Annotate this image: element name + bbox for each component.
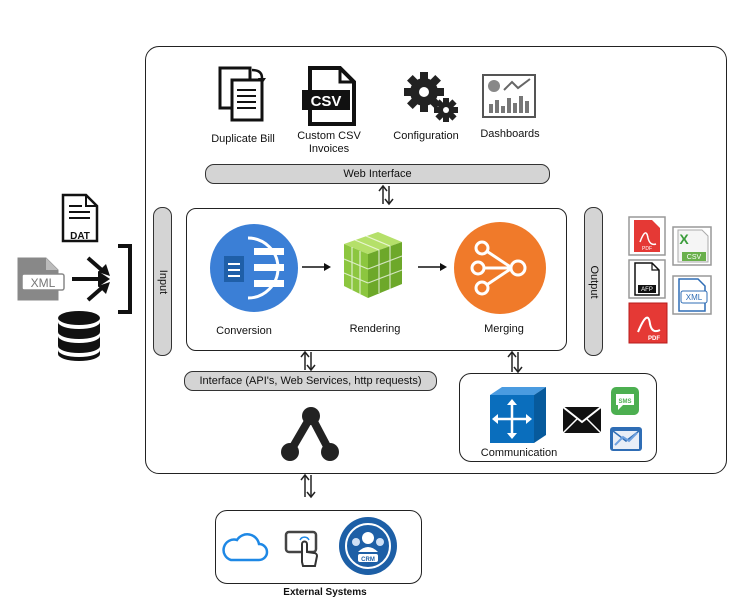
input-merge-icon [72,244,132,314]
afp-file-icon: AFP [628,259,666,299]
interface-label: Interface (API's, Web Services, http req… [199,375,422,387]
dat-file-icon [61,193,99,243]
sms-icon: SMS [611,387,639,415]
tool-label-duplicate-bill: Duplicate Bill [211,133,275,145]
crm-icon: CRM [339,517,397,575]
updown-arrow-icon [300,350,316,372]
step-label-merging: Merging [484,323,524,335]
crm-text: CRM [361,557,375,563]
flow-arrow-icon [418,263,447,271]
svg-text:CSV: CSV [311,93,342,110]
envelope-icon [562,406,602,434]
updown-arrow-icon [507,350,523,374]
touch-screen-icon [284,530,319,567]
xml-label: XML [30,276,56,290]
communication-label: Communication [480,447,558,459]
csv-file-icon: CSV [302,66,356,126]
interface-bar: Interface (API's, Web Services, http req… [184,371,437,391]
duplicate-bill-icon [218,66,266,122]
database-icon [58,311,100,361]
gears-icon [404,72,458,122]
xml-file-icon [17,257,65,301]
rendering-cube-icon [343,232,403,298]
cloud-icon [222,533,269,562]
tool-label-dashboards: Dashboards [480,128,540,140]
pdf-adobe-icon: PDF [628,302,668,344]
pdf-file-icon: PDF [628,216,666,256]
csv-excel-icon: X CSV [672,226,712,266]
tool-label-custom-csv: Custom CSV Invoices [297,130,361,155]
output-bar: Output [584,207,603,356]
external-systems-label: External Systems [283,587,367,598]
merging-icon [454,222,546,314]
email-icon [610,427,642,451]
input-bar: Input [153,207,172,356]
csv-text: CSV [687,254,702,261]
web-interface-label: Web Interface [343,168,412,180]
pdf2-text: PDF [648,336,660,342]
step-label-rendering: Rendering [349,323,401,335]
output-label: Output [587,264,600,299]
afp-text: AFP [641,287,653,293]
tool-label-configuration: Configuration [393,130,459,142]
dashboard-icon [482,74,536,118]
input-label: Input [156,269,169,294]
updown-arrow-icon [300,473,316,499]
sms-text: SMS [618,399,631,405]
xml-output-icon: XML [672,275,712,315]
network-hub-icon [490,387,546,443]
flow-arrow-icon [302,263,331,271]
updown-arrow-icon [378,184,394,206]
dat-label: DAT [70,231,90,242]
web-interface-bar: Web Interface [205,164,550,184]
xml-out-text: XML [686,293,703,302]
pdf-text: PDF [642,246,652,252]
api-connector-icon [281,407,339,461]
conversion-icon [210,224,298,312]
step-label-conversion: Conversion [216,325,272,337]
svg-text:X: X [679,231,689,247]
